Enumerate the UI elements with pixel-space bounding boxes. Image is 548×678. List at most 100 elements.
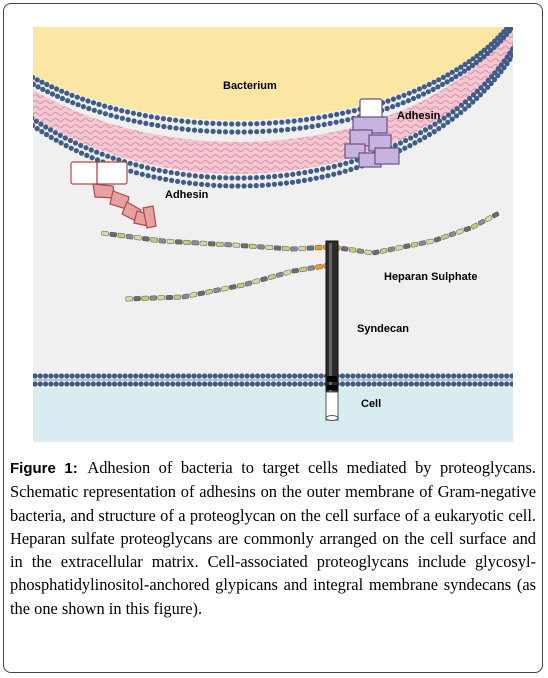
membrane-bead — [110, 155, 116, 161]
membrane-bead — [277, 181, 284, 187]
membrane-bead — [169, 177, 175, 183]
membrane-bead — [75, 102, 81, 108]
membrane-bead — [425, 89, 431, 95]
membrane-bead — [470, 56, 476, 62]
membrane-bead — [321, 121, 327, 128]
membrane-bead — [156, 167, 162, 173]
membrane-bead — [207, 381, 213, 387]
membrane-bead — [143, 120, 149, 126]
membrane-bead — [414, 381, 420, 387]
membrane-bead — [217, 373, 224, 379]
membrane-bead — [436, 77, 442, 83]
membrane-bead — [174, 170, 180, 176]
membrane-bead — [59, 95, 66, 102]
sugar-unit — [183, 239, 191, 245]
membrane-bead — [186, 180, 193, 186]
membrane-bead — [260, 128, 266, 134]
membrane-bead — [458, 109, 464, 116]
membrane-bead — [107, 105, 113, 111]
label-adhesin-left: Adhesin — [165, 189, 209, 201]
membrane-bead — [33, 115, 35, 121]
membrane-bead — [498, 381, 504, 387]
sugar-unit — [244, 280, 253, 287]
membrane-bead — [119, 108, 125, 114]
membrane-bead — [350, 381, 356, 387]
membrane-bead — [191, 119, 197, 125]
sugar-unit — [379, 248, 388, 254]
sugar-unit — [189, 292, 198, 298]
sugar-unit — [315, 264, 323, 270]
membrane-bead — [57, 132, 63, 138]
membrane-bead — [467, 373, 473, 379]
membrane-bead — [273, 120, 279, 126]
sugar-unit — [166, 238, 175, 244]
membrane-bead — [445, 381, 451, 387]
membrane-bead — [481, 47, 487, 53]
membrane-bead — [223, 183, 229, 189]
membrane-bead — [229, 175, 235, 181]
sugar-unit — [470, 222, 479, 230]
membrane-bead — [385, 98, 391, 104]
membrane-bead — [435, 373, 441, 379]
membrane-bead — [325, 165, 331, 171]
membrane-bead — [196, 381, 202, 387]
sugar-unit — [109, 231, 118, 238]
membrane-bead — [318, 381, 324, 387]
membrane-bead — [102, 111, 108, 117]
membrane-bead — [43, 124, 49, 130]
sugar-unit — [141, 295, 149, 301]
membrane-bead — [449, 116, 455, 122]
membrane-bead — [454, 67, 460, 73]
membrane-bead — [253, 183, 259, 189]
membrane-bead — [102, 103, 108, 109]
membrane-bead — [83, 145, 89, 151]
membrane-bead — [185, 126, 191, 133]
sugar-unit — [199, 240, 208, 246]
membrane-bead — [491, 44, 497, 50]
membrane-bead — [398, 373, 404, 379]
bacterial-adhesion-diagram: Bacterium Adhesin Adhesin Heparan Sulpha… — [33, 27, 513, 442]
membrane-bead — [175, 178, 181, 184]
membrane-bead — [179, 118, 185, 124]
membrane-bead — [265, 381, 271, 387]
sugar-unit — [221, 285, 229, 292]
membrane-bead — [403, 137, 409, 144]
membrane-bead — [350, 373, 356, 379]
membrane-bead — [180, 171, 186, 177]
membrane-bead — [259, 182, 265, 188]
membrane-bead — [204, 120, 210, 126]
membrane-bead — [345, 381, 351, 387]
sugar-unit — [240, 243, 249, 249]
membrane-bead — [38, 121, 44, 127]
membrane-bead — [154, 373, 160, 379]
membrane-bead — [313, 175, 319, 181]
membrane-bead — [170, 373, 176, 379]
membrane-bead — [196, 373, 202, 379]
membrane-bead — [259, 174, 266, 180]
membrane-bead — [266, 120, 272, 126]
membrane-bead — [296, 170, 302, 176]
membrane-bead — [395, 102, 401, 108]
membrane-bead — [223, 373, 229, 379]
membrane-bead — [302, 381, 308, 387]
membrane-bead — [43, 381, 49, 387]
membrane-bead — [119, 115, 125, 121]
membrane-bead — [303, 116, 310, 123]
sugar-unit — [463, 225, 472, 233]
membrane-bead — [284, 172, 290, 178]
sugar-unit — [197, 290, 206, 297]
membrane-bead — [371, 373, 377, 379]
membrane-bead — [466, 59, 472, 65]
membrane-bead — [488, 373, 494, 379]
sugar-unit — [477, 219, 486, 226]
membrane-bead — [444, 79, 450, 85]
membrane-bead — [54, 93, 61, 99]
membrane-bead — [422, 127, 429, 133]
membrane-bead — [412, 140, 418, 146]
membrane-bead — [241, 121, 247, 127]
membrane-bead — [239, 373, 245, 379]
membrane-bead — [88, 147, 94, 153]
membrane-bead — [64, 90, 70, 96]
membrane-bead — [161, 123, 167, 130]
membrane-bead — [170, 381, 176, 387]
